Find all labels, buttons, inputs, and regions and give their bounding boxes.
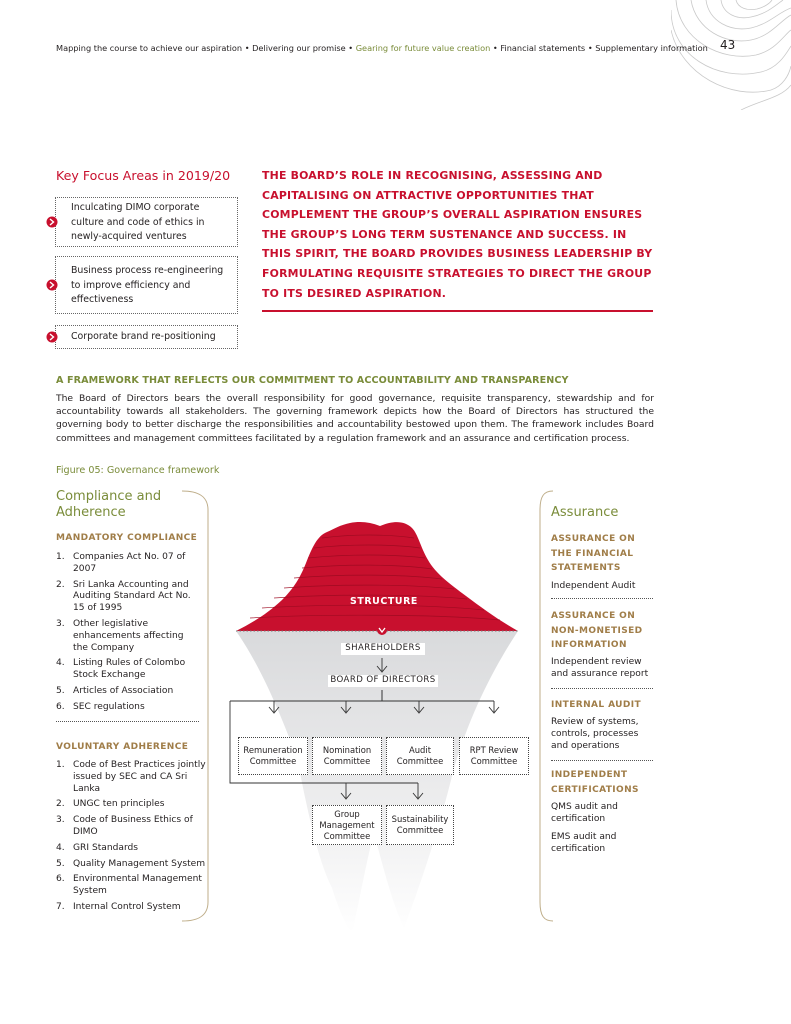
- down-marker-icon: [377, 625, 387, 635]
- mandatory-list: 1.Companies Act No. 07 of 2007 2.Sri Lan…: [56, 552, 201, 714]
- key-focus-item-text: Business process re-engineering to impro…: [71, 265, 224, 306]
- nav-mapping-course[interactable]: Mapping the course to achieve our aspira…: [56, 43, 243, 53]
- right-bracket: [539, 490, 554, 922]
- board-of-directors-box: BOARD OF DIRECTORS: [328, 675, 438, 687]
- list-item: 6.Environmental Management System: [56, 874, 202, 897]
- list-item: 1.Companies Act No. 07 of 2007: [56, 552, 186, 574]
- list-item: 5.Articles of Association: [56, 685, 174, 696]
- framework-body: The Board of Directors bears the overall…: [56, 393, 654, 444]
- assurance-nonmonetised-heading: ASSURANCE ON NON-MONETISED INFORMATION: [551, 611, 643, 650]
- assurance-financial-heading: ASSURANCE ON THE FINANCIAL STATEMENTS: [551, 534, 636, 573]
- voluntary-list: 1.Code of Best Practices jointly issued …: [56, 760, 206, 914]
- divider: [56, 721, 199, 722]
- key-focus-item-text: Inculcating DIMO corporate culture and c…: [71, 202, 205, 243]
- list-item: 1.Code of Best Practices jointly issued …: [56, 760, 206, 794]
- audit-committee-box: Audit Committee: [386, 737, 454, 775]
- divider: [551, 688, 653, 689]
- compliance-title: Compliance and Adherence: [56, 489, 162, 520]
- key-focus-title: Key Focus Areas in 2019/20: [56, 168, 231, 183]
- rpt-review-committee-box: RPT Review Committee: [459, 737, 529, 775]
- nav-financial-statements[interactable]: Financial statements: [500, 43, 586, 53]
- nomination-committee-box: Nomination Committee: [312, 737, 382, 775]
- divider: [551, 598, 653, 599]
- board-role-quote: THE BOARD’S ROLE IN RECOGNISING, ASSESSI…: [262, 169, 653, 300]
- mandatory-compliance-heading: MANDATORY COMPLIANCE: [56, 533, 198, 543]
- assurance-item: EMS audit and certification: [551, 832, 617, 854]
- iceberg-tip: [236, 522, 518, 631]
- nav-supplementary-information[interactable]: Supplementary information: [595, 43, 708, 53]
- iceberg-underwater: [236, 631, 518, 933]
- assurance-item: QMS audit and certification: [551, 802, 618, 824]
- page-number: 43: [720, 38, 736, 52]
- key-focus-item: Business process re-engineering to impro…: [55, 256, 238, 314]
- red-arrow-icon: [46, 279, 58, 291]
- list-item: 2.UNGC ten principles: [56, 799, 165, 810]
- key-focus-item: Inculcating DIMO corporate culture and c…: [55, 197, 238, 247]
- assurance-item: Independent review and assurance report: [551, 657, 649, 679]
- list-item: 3.Code of Business Ethics of DIMO: [56, 815, 193, 837]
- list-item: 7.Internal Control System: [56, 901, 181, 912]
- internal-audit-heading: INTERNAL AUDIT: [551, 700, 642, 710]
- nav-delivering-promise[interactable]: Delivering our promise: [252, 43, 346, 53]
- group-management-committee-box: Group Management Committee: [312, 805, 382, 845]
- shareholders-box: SHAREHOLDERS: [341, 643, 425, 655]
- key-focus-item-text: Corporate brand re-positioning: [71, 331, 216, 342]
- key-focus-item: Corporate brand re-positioning: [55, 325, 238, 349]
- figure-caption: Figure 05: Governance framework: [56, 465, 220, 476]
- list-item: 4.Listing Rules of Colombo Stock Exchang…: [56, 658, 186, 681]
- list-item: 3.Other legislative enhancements affecti…: [56, 618, 184, 653]
- list-item: 4.GRI Standards: [56, 842, 139, 853]
- nav-gearing-future[interactable]: Gearing for future value creation: [355, 43, 491, 53]
- topographic-decoration: [671, 0, 791, 110]
- red-arrow-icon: [46, 331, 58, 343]
- assurance-title: Assurance: [551, 505, 619, 520]
- red-arrow-icon: [46, 216, 58, 228]
- assurance-item: Review of systems, controls, processes a…: [551, 717, 639, 751]
- divider: [551, 760, 653, 761]
- left-bracket: [181, 490, 209, 922]
- quote-divider: [262, 310, 653, 312]
- list-item: 5.Quality Management System: [56, 858, 206, 869]
- independent-certifications-heading: INDEPENDENT CERTIFICATIONS: [551, 770, 639, 795]
- structure-label: STRUCTURE: [350, 596, 418, 607]
- running-header: Mapping the course to achieve our aspira…: [56, 43, 708, 53]
- voluntary-adherence-heading: VOLUNTARY ADHERENCE: [56, 742, 189, 752]
- list-item: 2.Sri Lanka Accounting and Auditing Stan…: [56, 579, 191, 614]
- assurance-item: Independent Audit: [551, 581, 636, 591]
- list-item: 6.SEC regulations: [56, 701, 145, 712]
- sustainability-committee-box: Sustainability Committee: [386, 805, 454, 845]
- iceberg-diagram: [229, 522, 518, 933]
- framework-heading: A FRAMEWORK THAT REFLECTS OUR COMMITMENT…: [56, 375, 569, 386]
- remuneration-committee-box: Remuneration Committee: [238, 737, 308, 775]
